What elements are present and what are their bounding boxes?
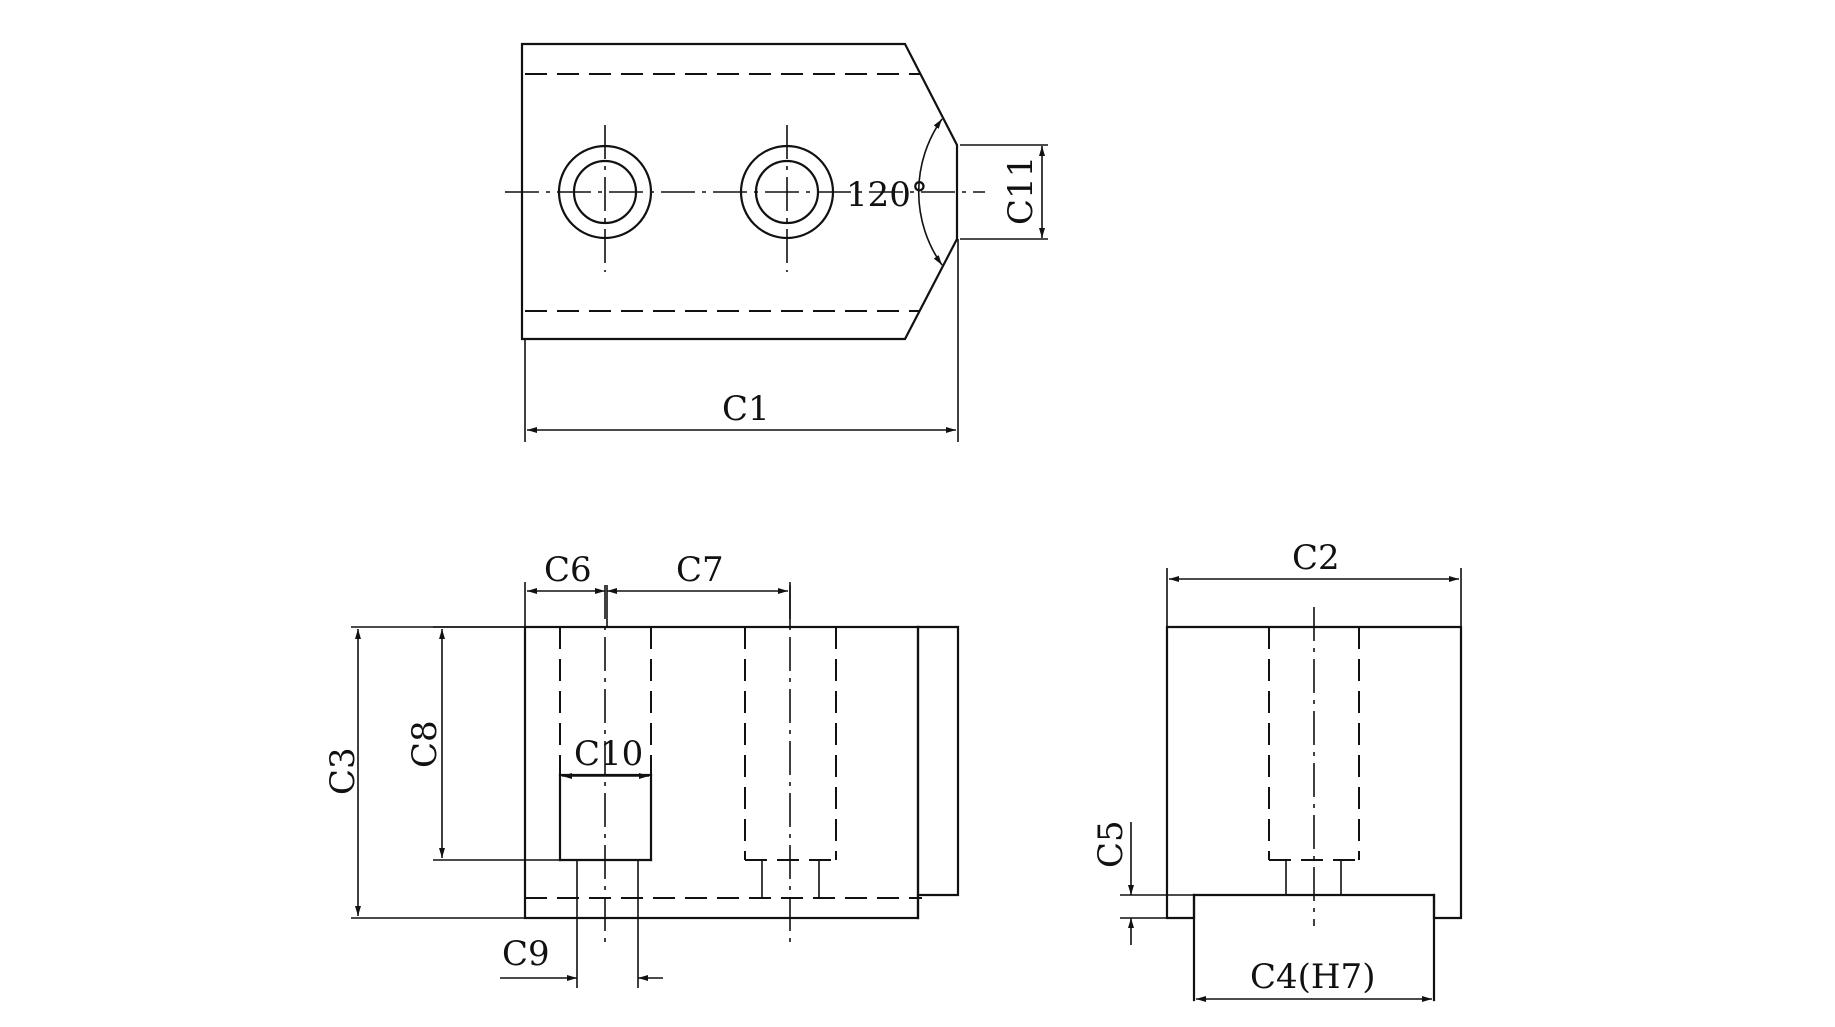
dimension-c10: C10 [562,734,649,779]
dimension-c2: C2 [1166,538,1462,627]
dimension-c8: C8 [405,626,560,861]
front-view: C6 C7 C10 C3 C8 [323,550,960,988]
slot-2 [744,585,837,945]
top-view-outline [520,42,959,341]
dimension-c7: C7 [607,550,791,627]
dimension-c3: C3 [323,626,525,919]
c11-label: C11 [1001,156,1041,225]
mounting-hole-2 [739,125,835,272]
c9-label: C9 [502,934,550,974]
c5-label: C5 [1091,820,1131,868]
c1-label: C1 [722,389,770,429]
c4-label: C4(H7) [1250,957,1375,997]
dimension-c6: C6 [524,550,608,627]
dimension-c4: C4(H7) [1196,957,1432,1002]
c6-label: C6 [544,550,592,590]
side-view: C2 C4(H7) C5 [1091,538,1463,1002]
c3-label: C3 [323,747,363,795]
side-view-bore-lines [1285,860,1342,895]
dimension-c11: C11 [960,144,1048,240]
dimension-c9: C9 [500,900,663,988]
c2-label: C2 [1292,538,1340,578]
top-view: 120° C11 C1 [505,42,1048,442]
angle-label: 120° [846,175,928,215]
dimension-c1: C1 [524,239,959,442]
angle-arc [917,118,943,266]
front-view-step-right [916,625,960,897]
c8-label: C8 [405,720,445,768]
c7-label: C7 [676,550,724,590]
side-view-key [1192,893,1436,1002]
mounting-hole-1 [557,125,653,272]
dimension-c5: C5 [1091,820,1194,945]
c10-label: C10 [574,734,643,774]
